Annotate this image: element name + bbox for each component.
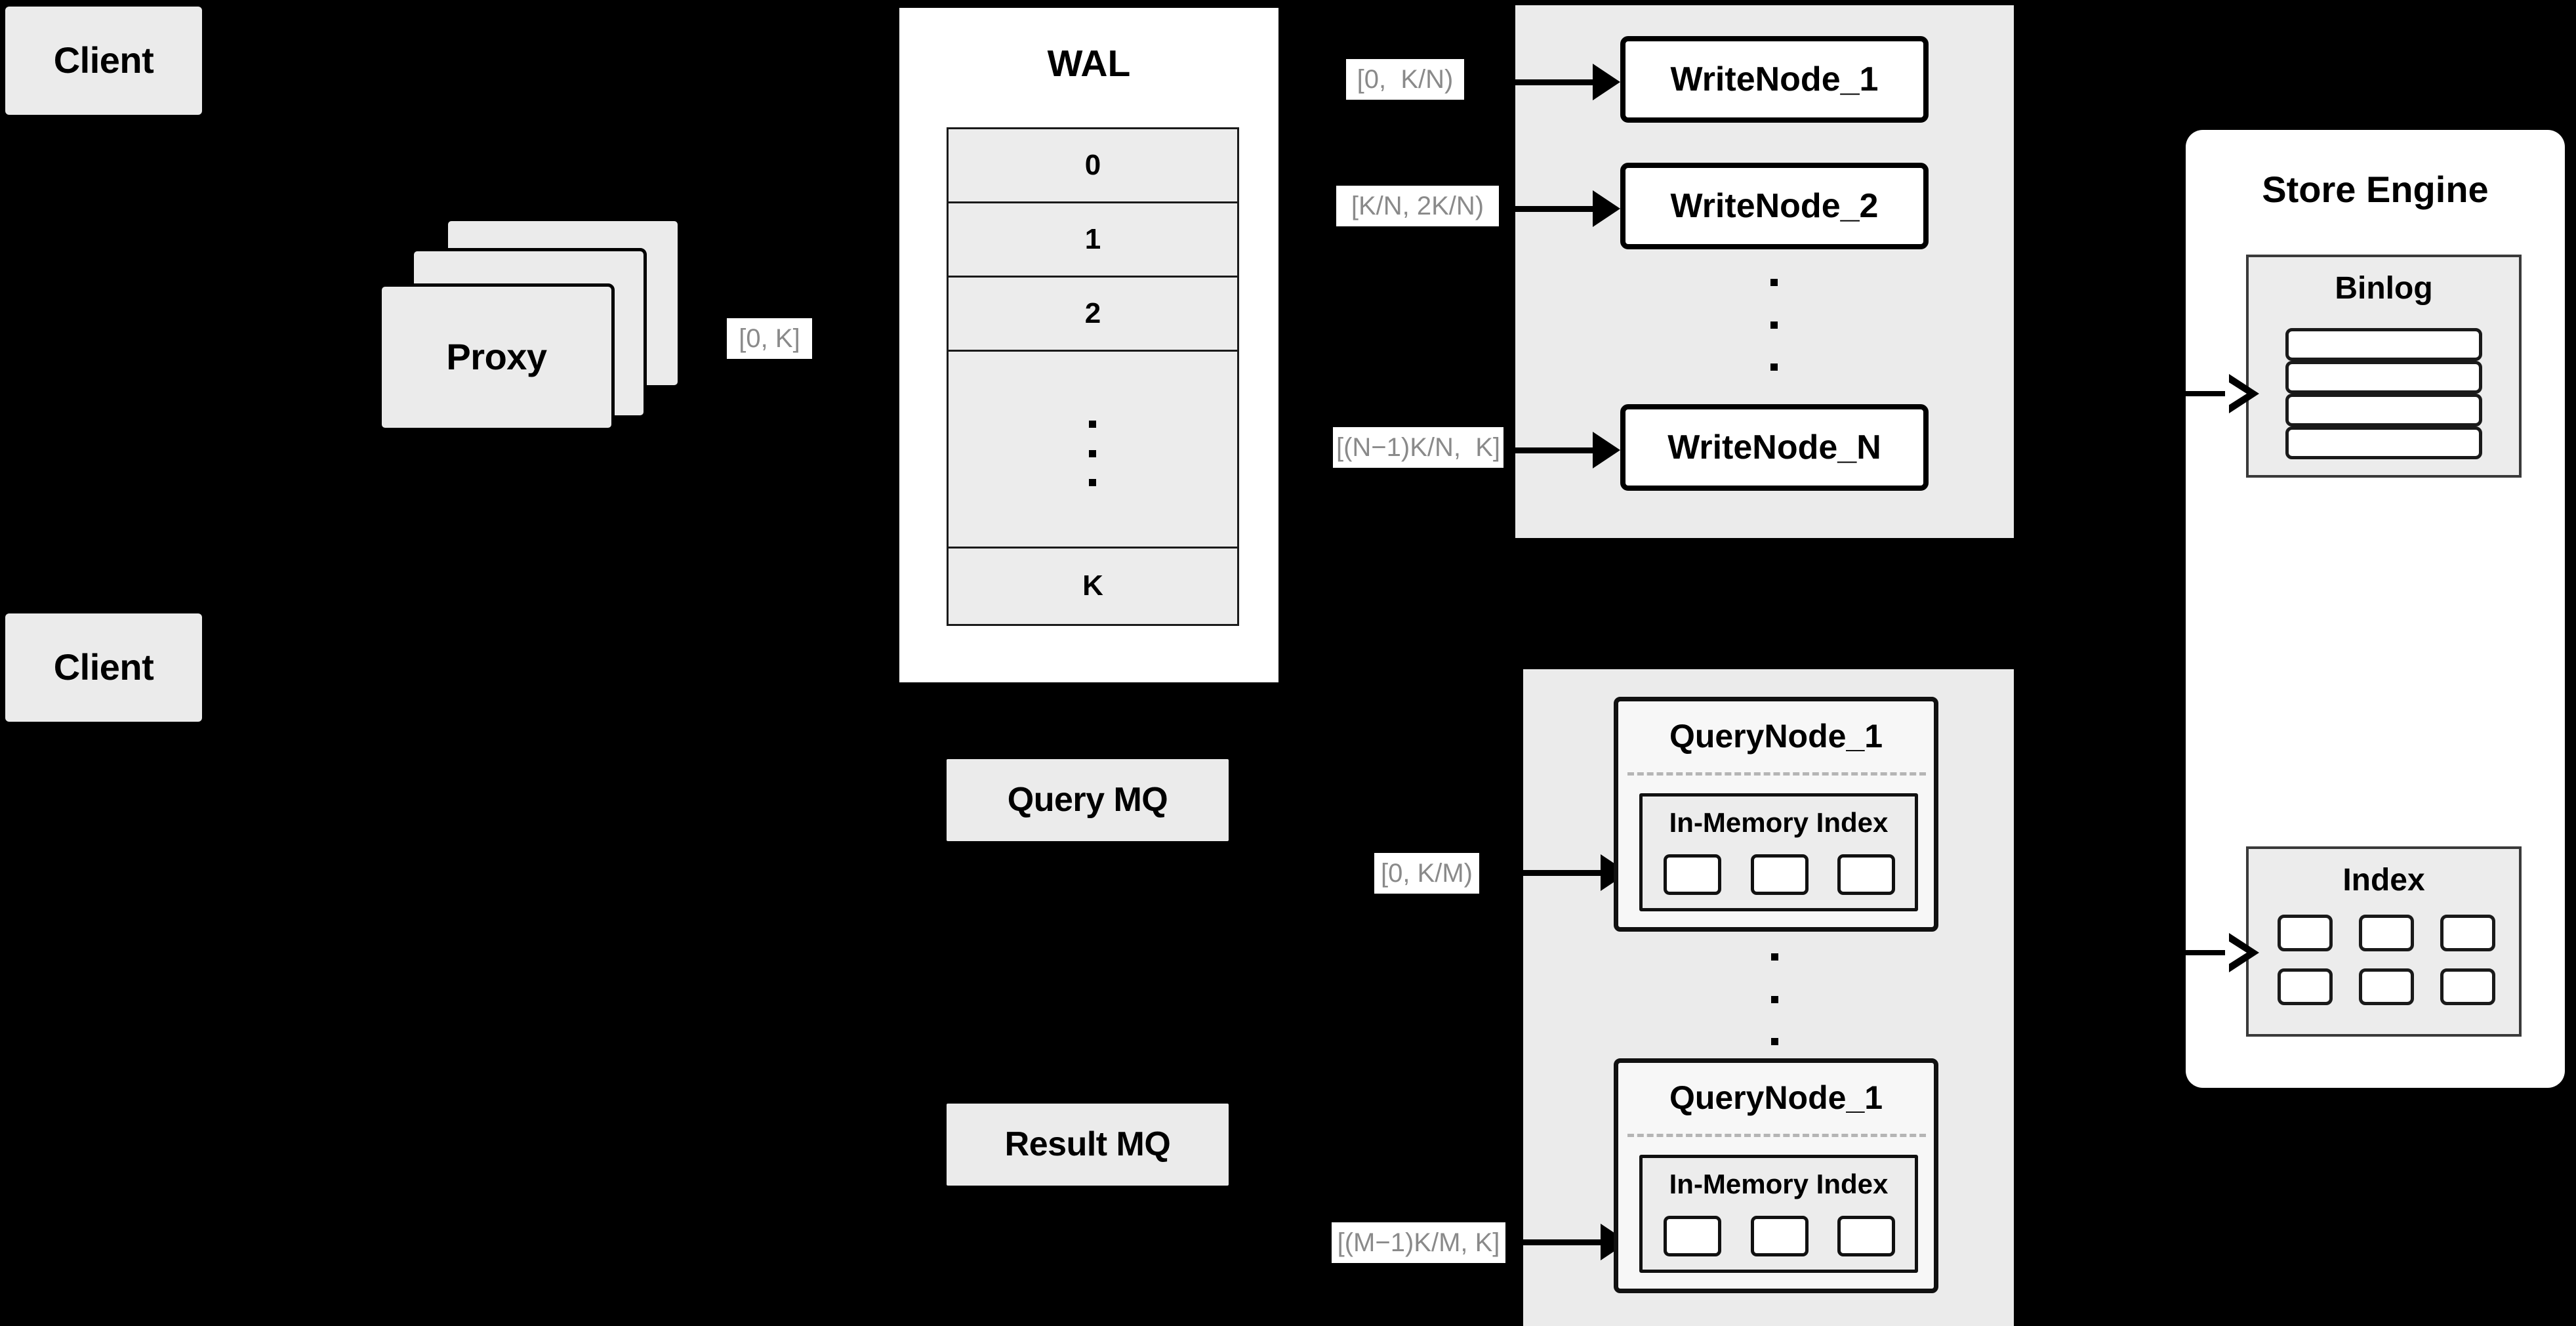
query-node-title-1: QueryNode_1: [1669, 718, 1883, 755]
query-mq-label: Query MQ: [1007, 781, 1168, 819]
interval-chip-write-node-1: [0, K/N): [1346, 59, 1464, 100]
wal-vertical-ellipsis-icon: [1089, 421, 1096, 487]
arrow-line-to-binlog: [2186, 391, 2230, 396]
wal-row-ellipsis: [949, 352, 1237, 549]
index-title: Index: [2342, 863, 2425, 898]
arrow-line-to-index: [2186, 950, 2230, 955]
interval-chip-proxy-to-wal: [0, K]: [727, 318, 812, 359]
interval-chip-write-node-n: [(N−1)K/N, K]: [1333, 427, 1503, 468]
arrow-line-query-node-1: [1522, 870, 1601, 876]
write-node-vertical-ellipsis-icon: [1770, 279, 1778, 371]
client-box-2[interactable]: Client: [5, 613, 202, 722]
write-node-label-1: WriteNode_1: [1670, 60, 1879, 98]
index-cell: [2359, 915, 2414, 951]
index-cell: [2278, 915, 2333, 951]
arrow-head-write-node-2: [1593, 190, 1620, 227]
index-cell: [1837, 854, 1895, 895]
arrow-line-write-node-1: [1475, 79, 1593, 85]
index-panel: Index: [2246, 846, 2522, 1037]
store-engine-title: Store Engine: [2262, 169, 2489, 210]
wal-row-list: 0 1 2 K: [947, 127, 1239, 626]
arrow-line-query-node-m: [1522, 1239, 1601, 1245]
client-box-1[interactable]: Client: [5, 7, 202, 115]
index-cell: [2278, 968, 2333, 1005]
arrow-head-to-binlog: [2225, 374, 2259, 413]
wal-row: 2: [949, 278, 1237, 352]
query-node-title-2: QueryNode_1: [1669, 1079, 1883, 1116]
arrow-head-write-node-n: [1593, 432, 1620, 468]
wal-title: WAL: [1047, 43, 1131, 85]
binlog-panel: Binlog: [2246, 255, 2522, 478]
index-cell: [2440, 968, 2495, 1005]
result-mq-label: Result MQ: [1004, 1125, 1171, 1164]
interval-chip-query-node-m: [(M−1)K/M, K]: [1332, 1222, 1505, 1263]
index-cell: [1751, 1216, 1809, 1256]
write-node-label-n: WriteNode_N: [1667, 428, 1881, 466]
write-node-box-2[interactable]: WriteNode_2: [1620, 163, 1929, 249]
in-memory-index-1: In-Memory Index: [1639, 793, 1918, 911]
interval-chip-write-node-2: [K/N, 2K/N): [1336, 186, 1499, 226]
store-engine-panel: Store Engine Binlog Index: [2186, 130, 2565, 1088]
result-mq-box[interactable]: Result MQ: [947, 1104, 1229, 1186]
binlog-segment: [2285, 361, 2482, 394]
wal-row: 1: [949, 203, 1237, 278]
index-cell: [2359, 968, 2414, 1005]
query-node-card-2[interactable]: QueryNode_1 In-Memory Index: [1614, 1058, 1938, 1293]
index-cell: [1664, 1216, 1721, 1256]
arrow-line-write-node-n: [1507, 447, 1593, 453]
wal-row: K: [1082, 570, 1103, 602]
proxy-label: Proxy: [446, 336, 547, 378]
proxy-card-front[interactable]: Proxy: [378, 283, 615, 431]
binlog-segment: [2285, 328, 2482, 361]
write-node-label-2: WriteNode_2: [1670, 187, 1879, 225]
arrow-head-write-node-1: [1593, 64, 1620, 100]
index-cell: [1837, 1216, 1895, 1256]
index-cell: [1751, 854, 1809, 895]
arrow-head-to-index: [2225, 933, 2259, 972]
in-memory-index-title-1: In-Memory Index: [1669, 807, 1889, 838]
interval-chip-query-node-1: [0, K/M): [1374, 853, 1479, 894]
wal-panel: WAL 0 1 2 K: [895, 4, 1282, 686]
index-cell: [1664, 854, 1721, 895]
client-label-1: Client: [53, 39, 154, 81]
query-node-divider-2: [1627, 1134, 1926, 1137]
in-memory-index-title-2: In-Memory Index: [1669, 1169, 1889, 1199]
wal-row: 0: [949, 129, 1237, 204]
client-label-2: Client: [53, 646, 154, 688]
query-mq-box[interactable]: Query MQ: [947, 759, 1229, 841]
binlog-title: Binlog: [2335, 271, 2433, 306]
binlog-segment: [2285, 426, 2482, 459]
arrow-line-write-node-2: [1507, 206, 1593, 212]
in-memory-index-2: In-Memory Index: [1639, 1155, 1918, 1273]
write-node-box-1[interactable]: WriteNode_1: [1620, 36, 1929, 123]
query-node-divider-1: [1627, 772, 1926, 776]
query-node-card-1[interactable]: QueryNode_1 In-Memory Index: [1614, 697, 1938, 932]
binlog-segment: [2285, 394, 2482, 426]
write-node-box-n[interactable]: WriteNode_N: [1620, 404, 1929, 491]
index-cell: [2440, 915, 2495, 951]
query-node-vertical-ellipsis-icon: [1771, 953, 1778, 1045]
